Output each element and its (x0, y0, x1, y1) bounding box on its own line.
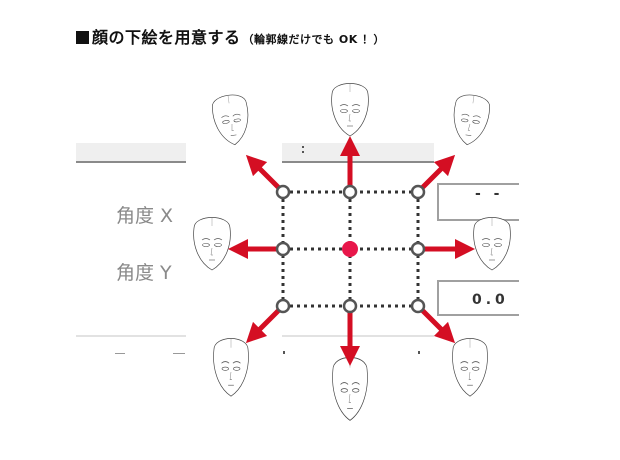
square-bullet-icon (76, 31, 89, 44)
divider-dot (418, 351, 420, 354)
face-bottom-left-icon (213, 338, 249, 397)
title-main: 顔の下絵を用意する (92, 28, 241, 47)
bar-dot (302, 146, 304, 148)
divider-dot (283, 351, 285, 354)
face-bottom-right-icon (452, 338, 488, 397)
divider-tick (173, 353, 185, 354)
divider-tick (115, 353, 125, 354)
angle-y-field (437, 280, 519, 316)
background-divider-left (76, 335, 186, 337)
label-angle-x: 角度 X (116, 205, 174, 227)
center-point (342, 241, 358, 257)
background-divider-right (282, 335, 434, 337)
grid-points (275, 184, 426, 314)
face-left-icon (193, 217, 231, 271)
face-bottom-icon (332, 356, 368, 421)
face-top-icon (331, 83, 369, 137)
page-title: 顔の下絵を用意する（輪郭線だけでも OK ！） (76, 24, 385, 48)
label-angle-y: 角度 Y (116, 262, 172, 284)
angle-x-field (437, 183, 519, 221)
face-top-left-icon (210, 92, 253, 148)
face-right-icon (473, 217, 511, 271)
face-top-right-icon (449, 92, 492, 148)
angle-y-value: 0.0 (472, 292, 509, 308)
angle-x-value: - - (475, 186, 504, 202)
background-toolbar-left (76, 143, 186, 163)
bar-dot (302, 151, 304, 153)
title-note: （輪郭線だけでも OK ！） (242, 33, 386, 46)
